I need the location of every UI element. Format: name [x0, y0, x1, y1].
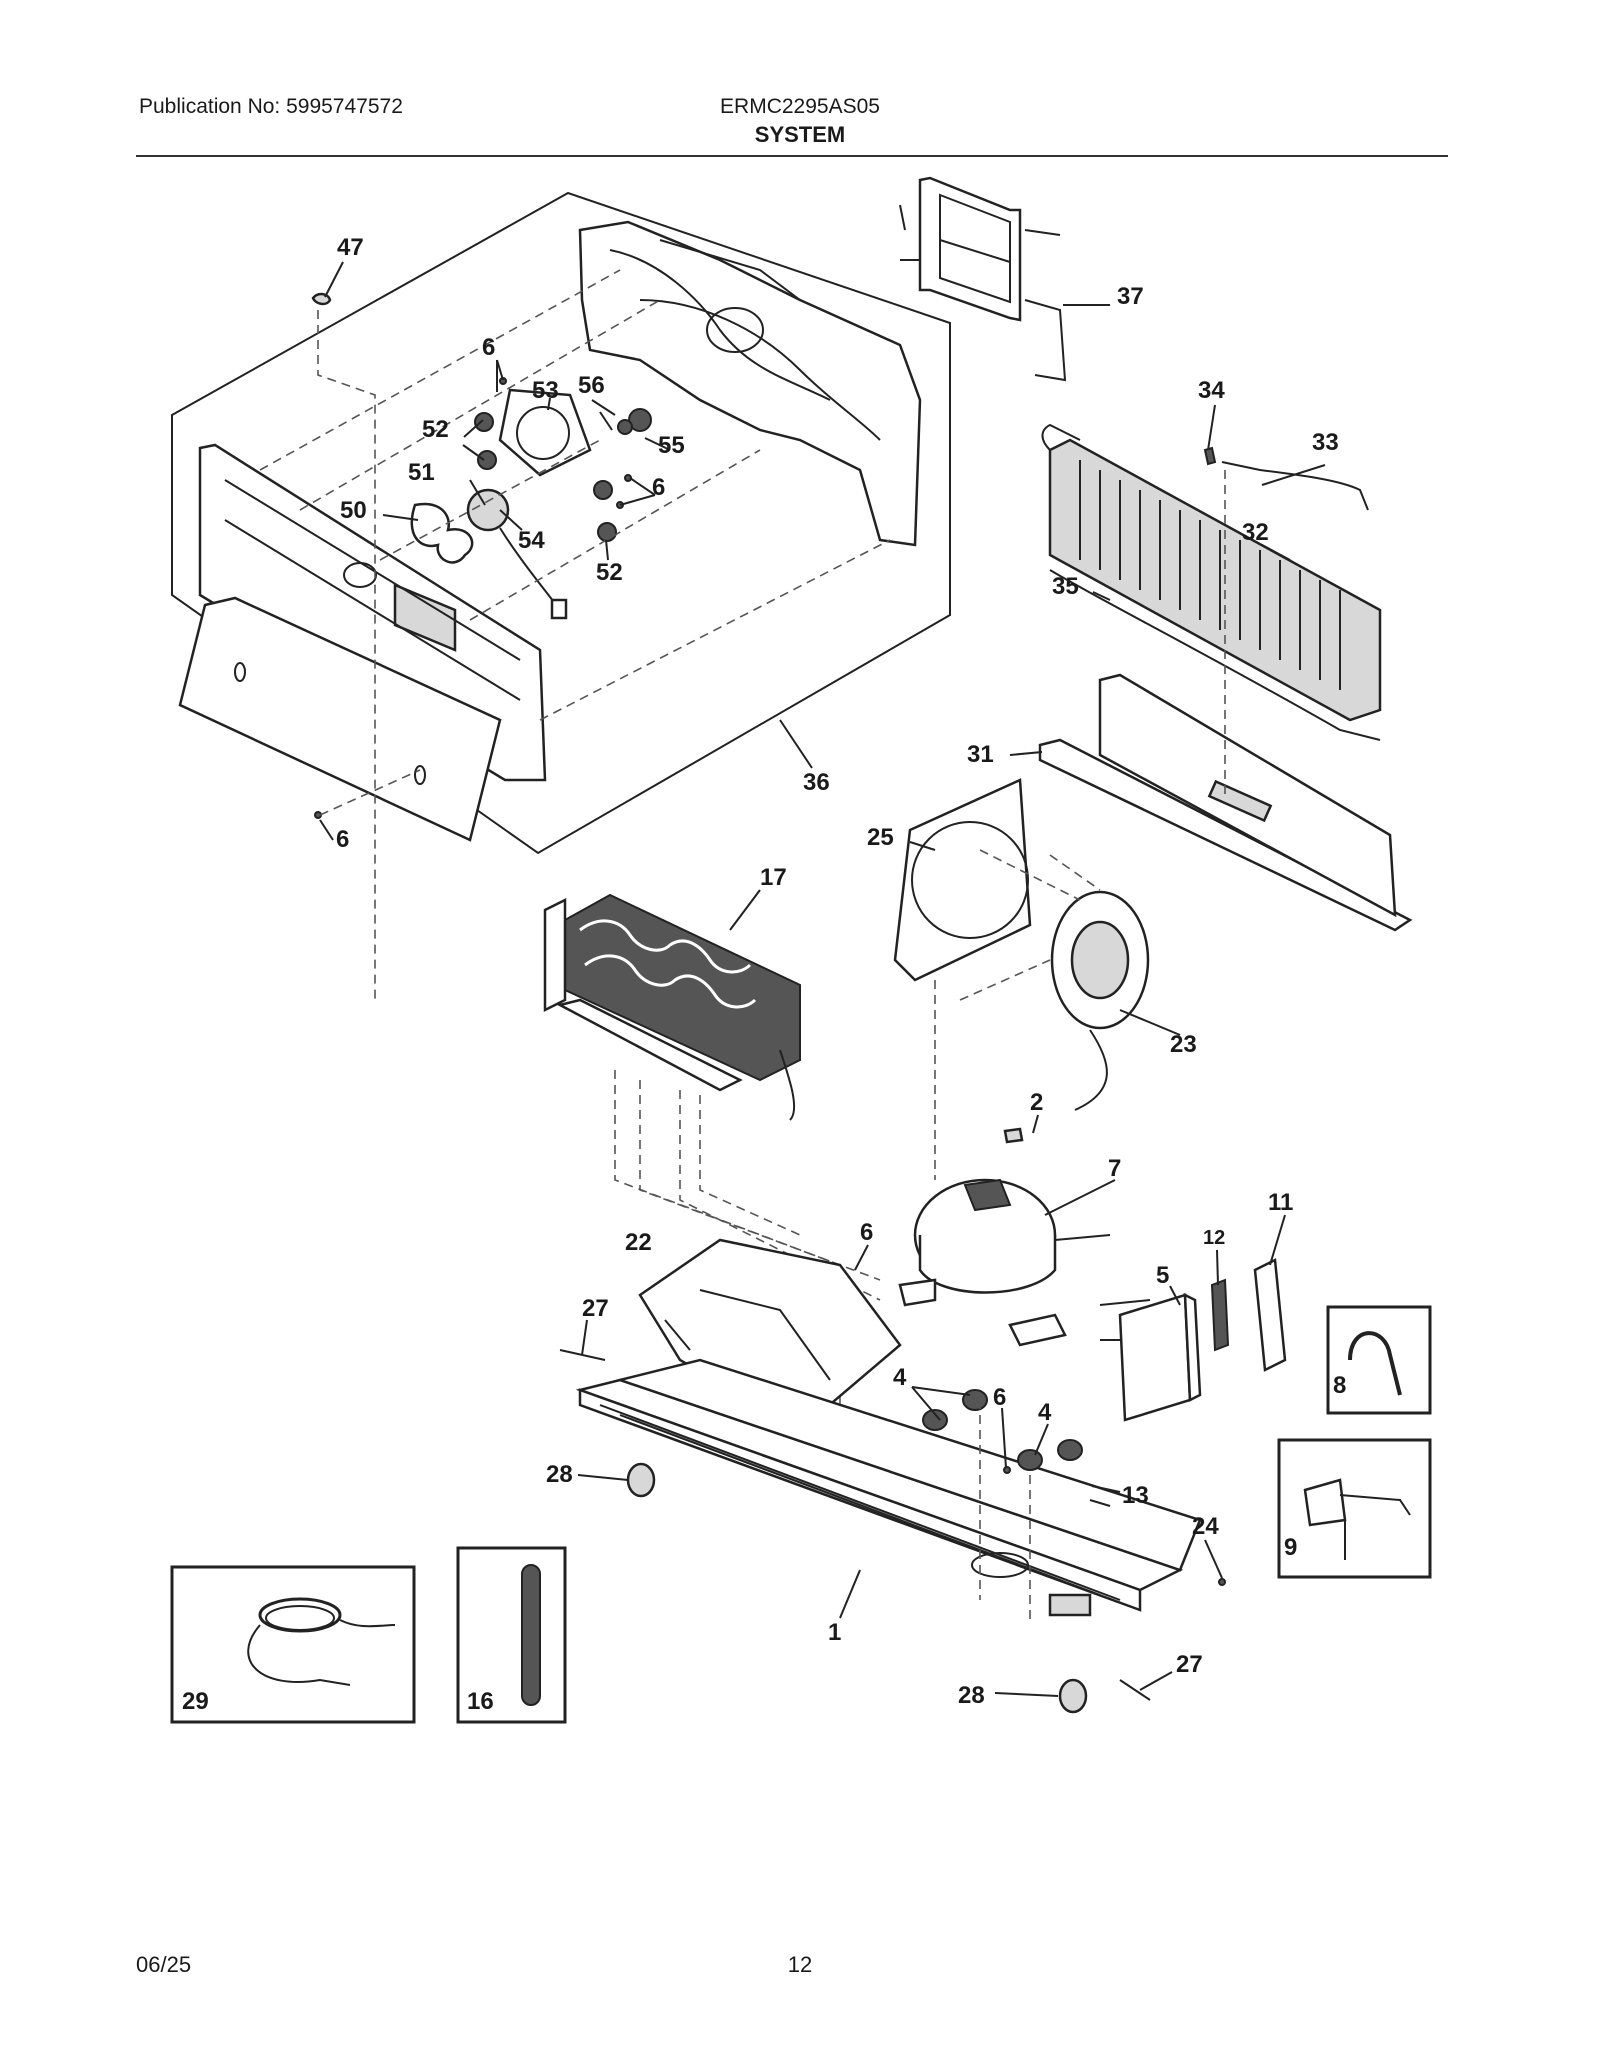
- callout-8: 8: [1333, 1372, 1346, 1399]
- footer-date: 06/25: [136, 1952, 192, 1977]
- leader-lines: [319, 261, 1326, 1697]
- inset-9: [1277, 1438, 1432, 1579]
- callout-36: 36: [803, 769, 830, 796]
- callout-7: 7: [1108, 1155, 1121, 1182]
- callout-4: 4: [893, 1364, 907, 1391]
- callout-24: 24: [1192, 1513, 1219, 1540]
- callout-33: 33: [1312, 429, 1339, 456]
- compressor: [898, 1127, 1287, 1422]
- callout-13: 13: [1122, 1482, 1149, 1509]
- callout-55: 55: [658, 432, 685, 459]
- callout-6: 6: [652, 474, 665, 501]
- callout-53: 53: [532, 377, 559, 404]
- callout-6: 6: [482, 334, 495, 361]
- callout-1: 1: [828, 1619, 841, 1646]
- callout-27: 27: [1176, 1651, 1203, 1678]
- publication-number: Publication No: 5995747572: [139, 95, 403, 118]
- inset-8: [1326, 1305, 1432, 1415]
- callout-52: 52: [422, 416, 449, 443]
- callout-50: 50: [340, 497, 367, 524]
- callout-31: 31: [967, 741, 994, 768]
- callout-54: 54: [518, 527, 545, 554]
- callout-2: 2: [1030, 1089, 1043, 1116]
- section-title: SYSTEM: [754, 122, 846, 147]
- callout-23: 23: [1170, 1031, 1197, 1058]
- callout-12: 12: [1203, 1227, 1225, 1249]
- callout-22: 22: [625, 1229, 652, 1256]
- callout-labels: 47 6 53 56 52 55 51 6 50 54 52 36 6 37 3…: [182, 234, 1346, 1715]
- callout-34: 34: [1198, 377, 1225, 404]
- callout-11: 11: [1268, 1189, 1293, 1216]
- callout-51: 51: [408, 459, 435, 486]
- callout-9: 9: [1284, 1534, 1297, 1561]
- callout-28: 28: [546, 1461, 573, 1488]
- evaporator-cover-assembly: [171, 191, 951, 1000]
- callout-29: 29: [182, 1688, 209, 1715]
- callout-16: 16: [467, 1688, 494, 1715]
- callout-25: 25: [867, 824, 894, 851]
- evaporator-section: [899, 176, 1413, 932]
- callout-28: 28: [958, 1682, 985, 1709]
- callout-27: 27: [582, 1295, 609, 1322]
- header-rule: [136, 155, 1448, 157]
- base-assembly: [559, 1238, 1226, 1714]
- callout-52: 52: [596, 559, 623, 586]
- callout-5: 5: [1156, 1262, 1169, 1289]
- callout-4: 4: [1038, 1399, 1052, 1426]
- callout-17: 17: [760, 864, 787, 891]
- condenser-fan: [893, 778, 1150, 1180]
- callout-56: 56: [578, 372, 605, 399]
- inset-29: [170, 1565, 416, 1724]
- callout-6: 6: [336, 826, 349, 853]
- callout-47: 47: [337, 234, 364, 261]
- callout-37: 37: [1117, 283, 1144, 310]
- page-number: 12: [787, 1952, 813, 1977]
- model-number: ERMC2295AS05: [720, 95, 880, 118]
- callout-35: 35: [1052, 573, 1079, 600]
- callout-6: 6: [860, 1219, 873, 1246]
- inset-16: [456, 1546, 567, 1724]
- callout-32: 32: [1242, 519, 1269, 546]
- callout-6: 6: [993, 1384, 1006, 1411]
